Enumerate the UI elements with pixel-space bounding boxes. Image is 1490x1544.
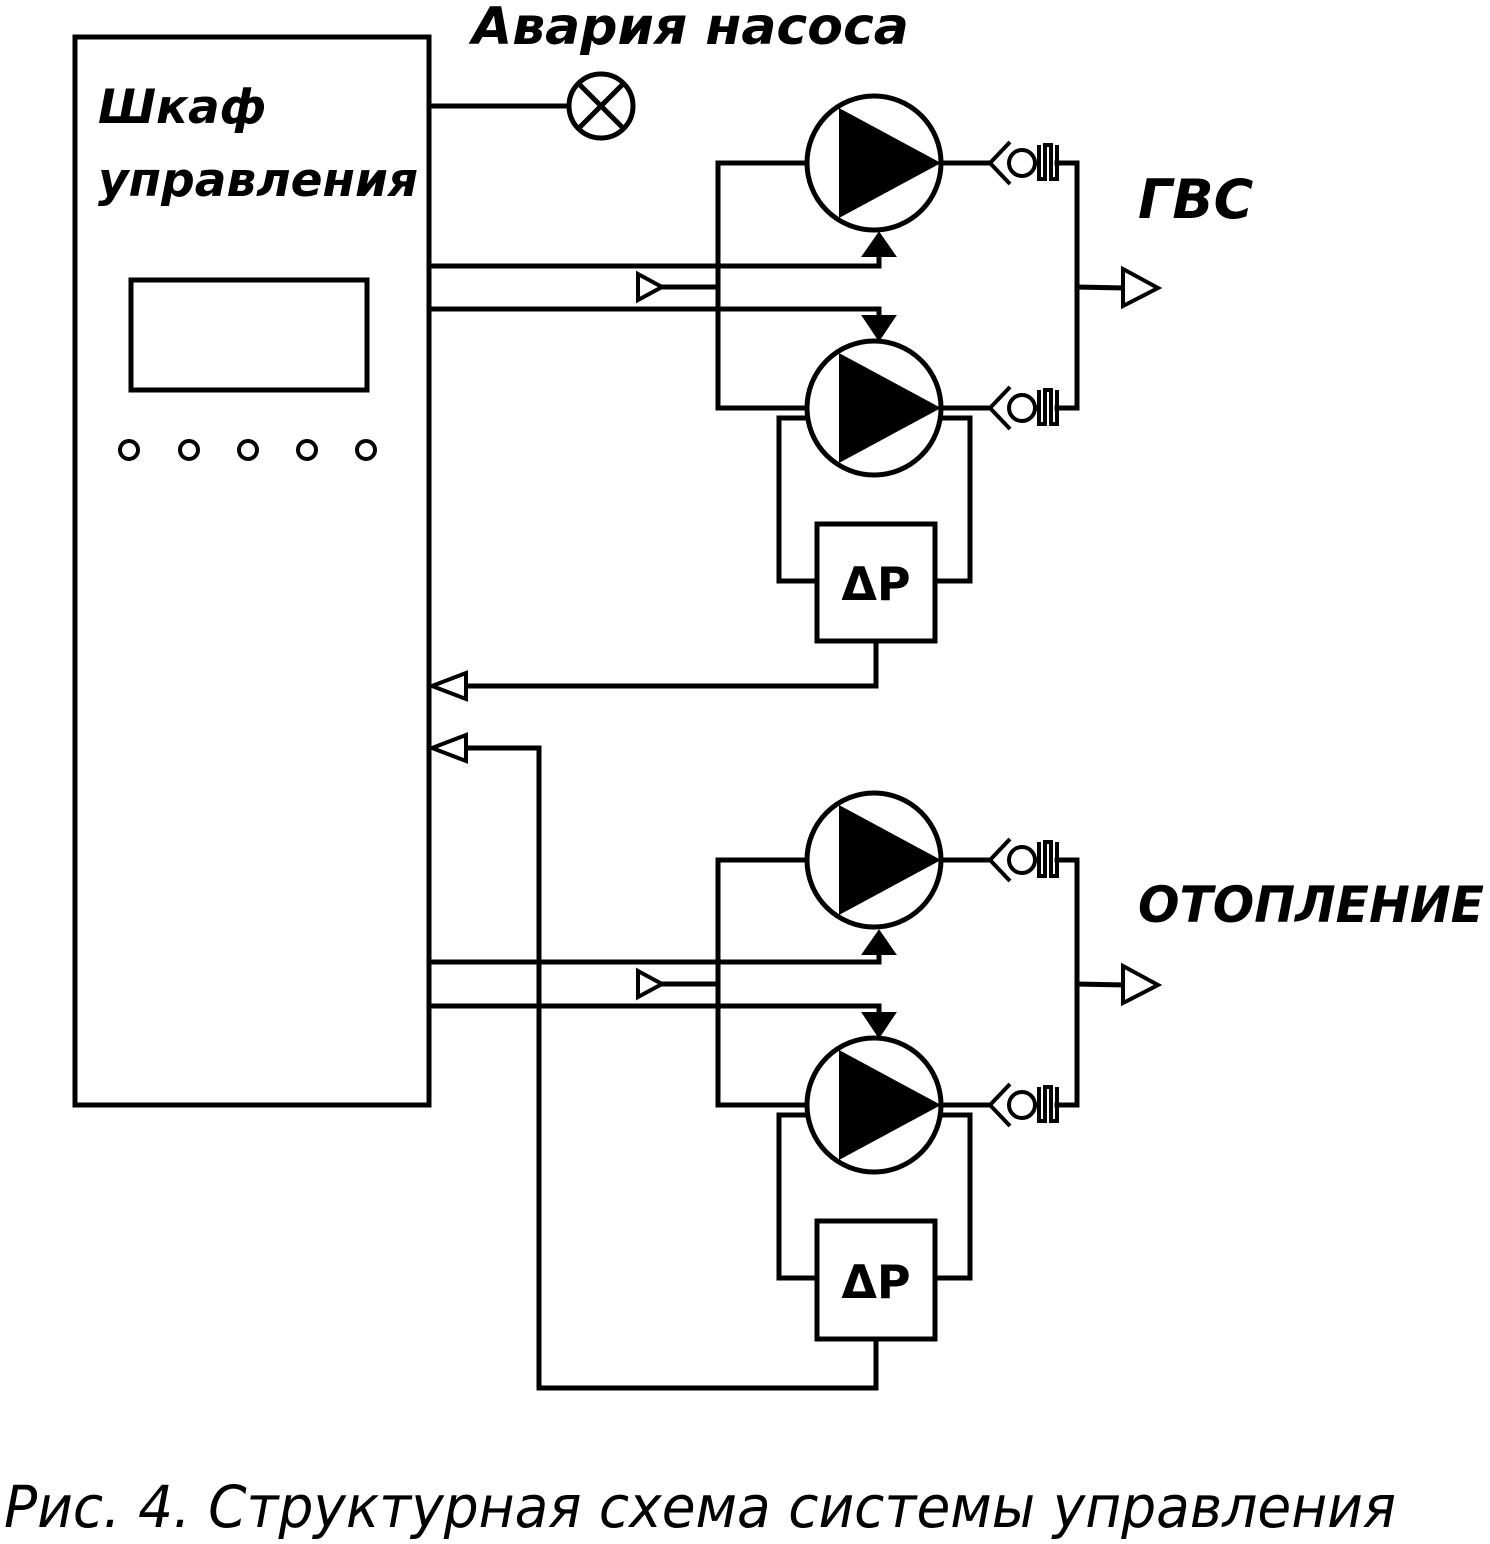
pump-start-arrow bbox=[861, 1012, 897, 1039]
pump-icon bbox=[807, 793, 941, 927]
pump-start-arrow bbox=[861, 231, 897, 257]
flow-arrow-icon bbox=[1121, 962, 1163, 1007]
check-valve-icon bbox=[988, 385, 1059, 431]
check-valve-icon bbox=[988, 140, 1059, 186]
hot-water-label: ГВС bbox=[1138, 168, 1254, 231]
delta-p-label: ΔP bbox=[841, 557, 910, 611]
pump-start-arrow bbox=[861, 929, 897, 955]
cabinet-indicator-leds bbox=[118, 439, 377, 461]
check-valve-icon bbox=[988, 837, 1059, 883]
control-cabinet: Шкаф управления bbox=[72, 34, 432, 1108]
flow-arrow-icon bbox=[636, 272, 664, 302]
signal-lamp-icon bbox=[566, 71, 636, 141]
heating-circuit: ΔP ОТОПЛЕНИЕ bbox=[426, 732, 1484, 1391]
delta-p-label: ΔP bbox=[841, 1255, 910, 1309]
pump-icon bbox=[807, 341, 941, 475]
flow-arrow-icon bbox=[1121, 265, 1163, 310]
cabinet-display bbox=[128, 277, 370, 393]
pump-icon bbox=[807, 96, 941, 230]
cabinet-label-line2: управления bbox=[98, 153, 418, 208]
check-valve-icon bbox=[988, 1082, 1059, 1128]
pump-icon bbox=[807, 1038, 941, 1172]
pump-start-arrow bbox=[861, 315, 897, 342]
figure-caption: Рис. 4. Структурная схема системы управл… bbox=[4, 1473, 1396, 1541]
feedback-arrow bbox=[426, 732, 468, 764]
feedback-arrow bbox=[426, 670, 468, 702]
flow-arrow-icon bbox=[636, 969, 664, 999]
heating-label: ОТОПЛЕНИЕ bbox=[1138, 876, 1484, 934]
hot-water-circuit: ΔP ГВС bbox=[426, 96, 1254, 702]
cabinet-label-line1: Шкаф bbox=[98, 80, 266, 135]
pump-alarm-label: Авария насоса bbox=[468, 0, 909, 57]
